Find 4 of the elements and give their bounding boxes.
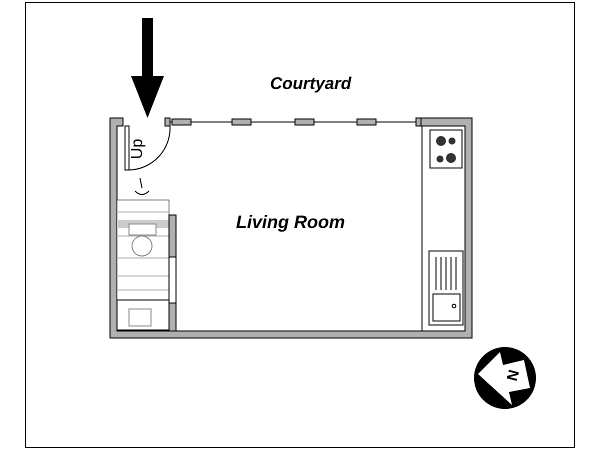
stair-label: Up bbox=[129, 138, 148, 160]
area-label: Courtyard bbox=[270, 74, 352, 94]
room-label: Living Room bbox=[236, 212, 345, 233]
north-label: N bbox=[504, 368, 524, 383]
